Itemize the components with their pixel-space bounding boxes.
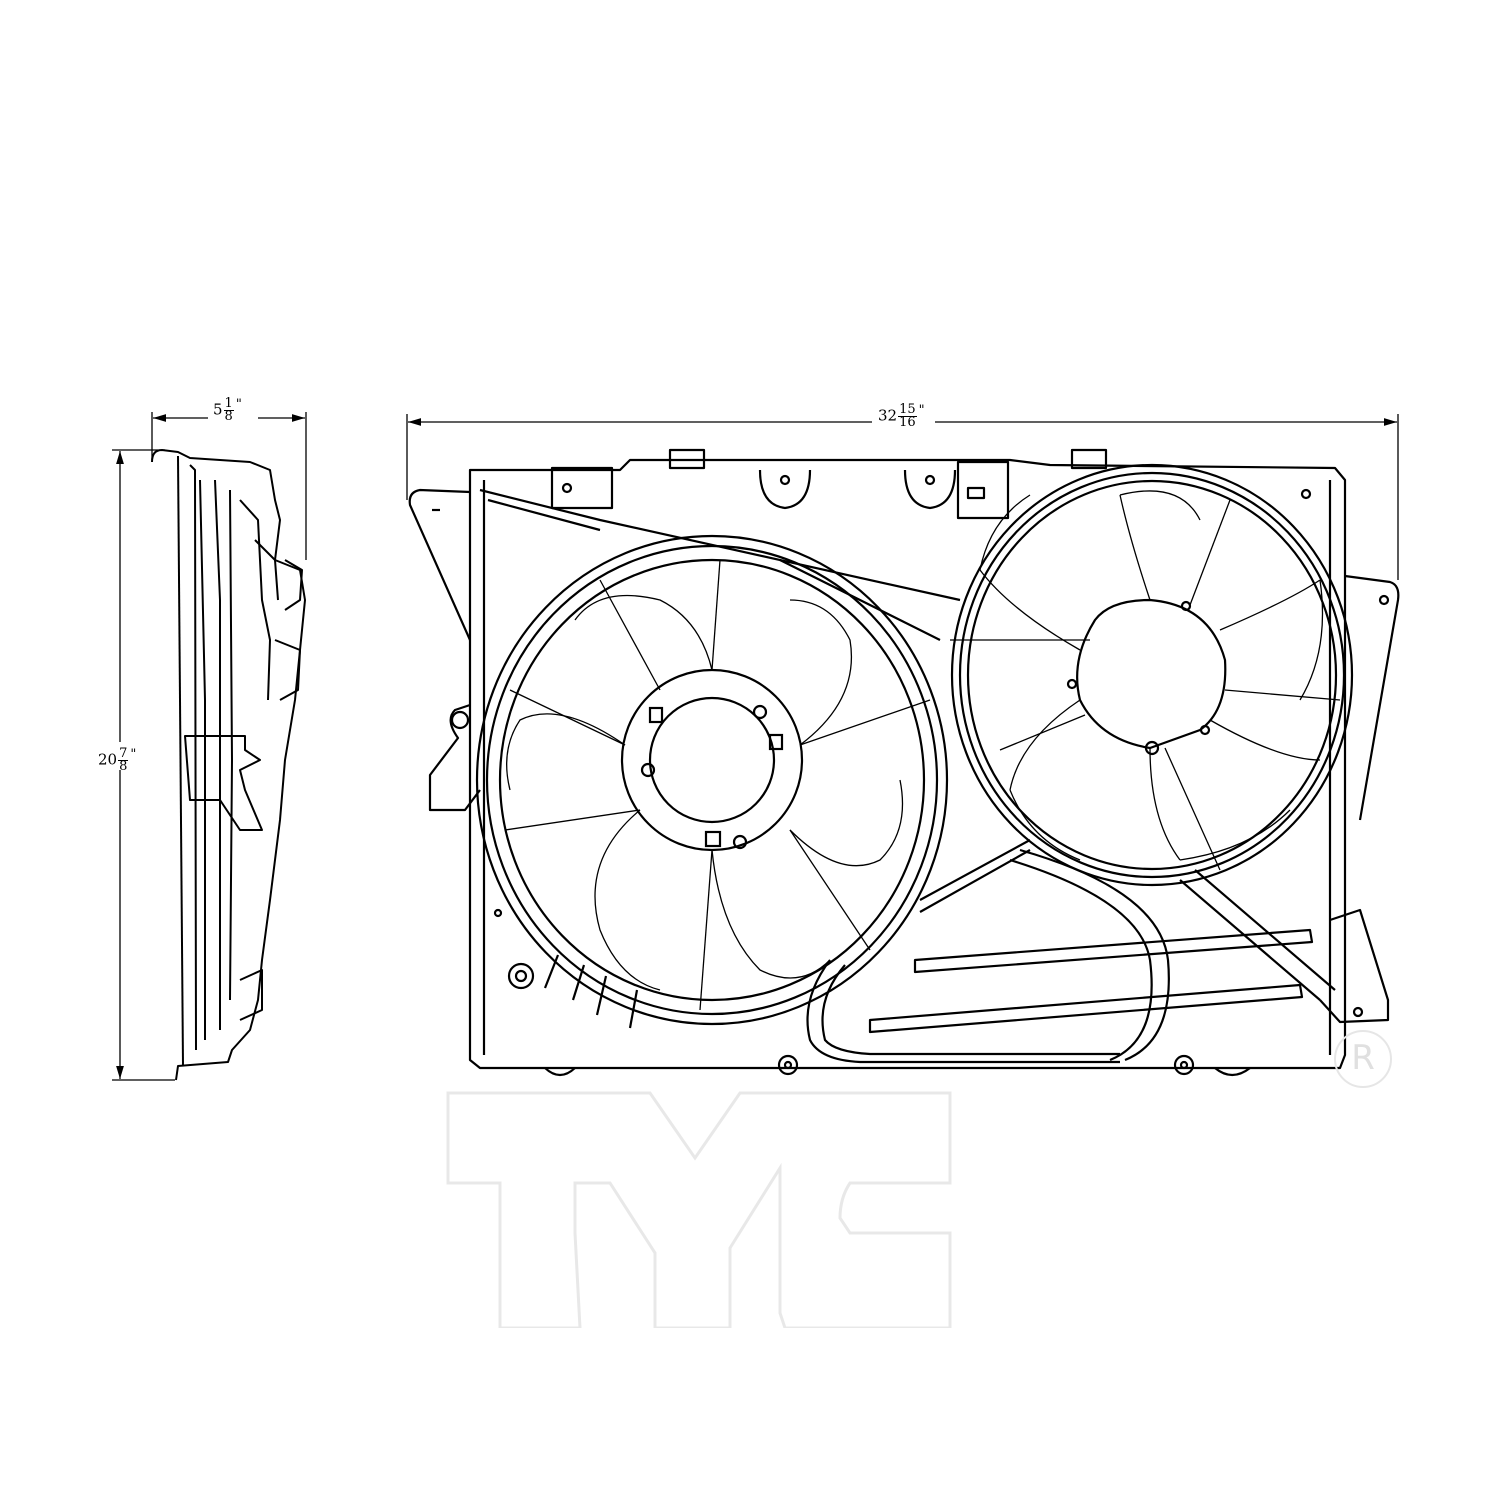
front-view-frame: [408, 448, 1400, 1077]
depth-dimension-line: [151, 412, 307, 560]
left-fan-blades: [504, 559, 931, 1011]
side-view: [151, 449, 306, 1081]
height-dimension-line: [112, 449, 175, 1081]
tyc-logo-watermark: [446, 1091, 952, 1328]
registered-trademark-mark: R: [1334, 1030, 1392, 1088]
right-fan-blades: [950, 490, 1341, 871]
right-fan: [950, 463, 1354, 887]
width-dimension-line: [406, 414, 1399, 580]
